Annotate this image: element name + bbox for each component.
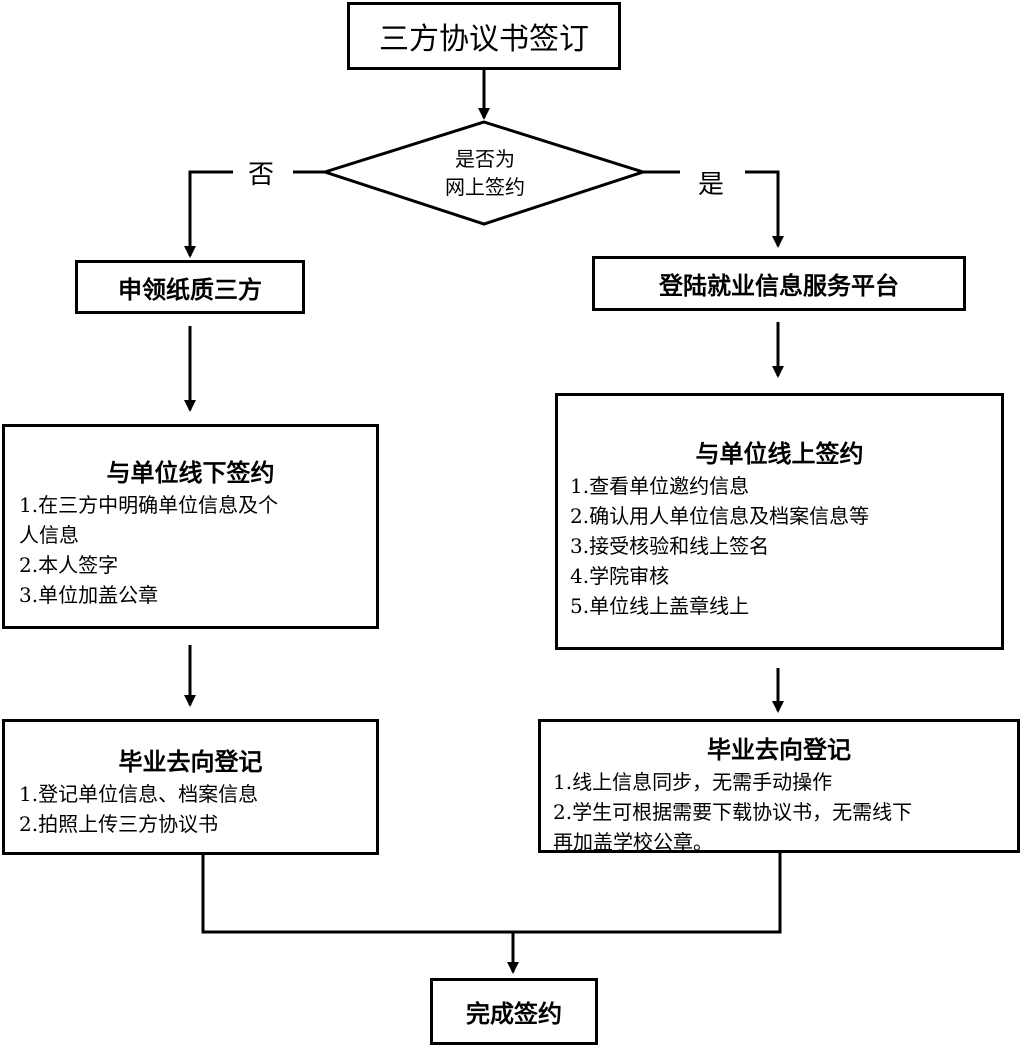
- list-item: 3.单位加盖公章: [19, 583, 159, 607]
- list-item: 4.学院审核: [570, 564, 670, 588]
- yes-label: 是: [698, 170, 725, 200]
- online-step2-box: 与单位线上签约 1.查看单位邀约信息 2.确认用人单位信息及档案信息等 3.接受…: [555, 393, 1004, 650]
- list-item: 2.拍照上传三方协议书: [19, 812, 219, 836]
- end-box: 完成签约: [430, 978, 598, 1045]
- list-item: 再加盖学校公章。: [553, 830, 713, 854]
- list-item: 2.学生可根据需要下载协议书，无需线下: [553, 800, 913, 824]
- offline-step1-box: 申领纸质三方: [75, 260, 305, 314]
- box-title: 毕业去向登记: [707, 735, 851, 764]
- online-step1-box: 登陆就业信息服务平台: [592, 256, 966, 311]
- list-item: 1.在三方中明确单位信息及个: [19, 493, 279, 517]
- box-title: 与单位线下签约: [106, 458, 275, 487]
- list-item: 2.本人签字: [19, 553, 119, 577]
- list-item: 3.接受核验和线上签名: [570, 534, 770, 558]
- online-step3-box: 毕业去向登记 1.线上信息同步，无需手动操作 2.学生可根据需要下载协议书，无需…: [538, 719, 1020, 854]
- offline-step3-box: 毕业去向登记 1.登记单位信息、档案信息 2.拍照上传三方协议书: [2, 719, 379, 855]
- start-box: 三方协议书签订: [347, 2, 621, 70]
- decision-diamond: [320, 120, 648, 226]
- list-item: 2.确认用人单位信息及档案信息等: [570, 504, 870, 528]
- list-item: 人信息: [19, 523, 79, 547]
- decision-line1: 是否为: [455, 147, 515, 171]
- offline-step2-box: 与单位线下签约 1.在三方中明确单位信息及个 人信息 2.本人签字 3.单位加盖…: [2, 424, 379, 629]
- list-item: 1.线上信息同步，无需手动操作: [553, 770, 833, 794]
- list-item: 5.单位线上盖章线上: [570, 594, 750, 618]
- box-title: 与单位线上签约: [695, 439, 864, 468]
- merge-line: [201, 853, 782, 934]
- no-label: 否: [248, 160, 275, 190]
- list-item: 1.查看单位邀约信息: [570, 474, 750, 498]
- box-title: 毕业去向登记: [118, 747, 263, 776]
- no-arrow: [184, 170, 233, 258]
- list-item: 1.登记单位信息、档案信息: [19, 782, 259, 806]
- yes-arrow: [745, 170, 784, 248]
- decision-text: 是否为 网上签约: [405, 145, 565, 201]
- decision-line2: 网上签约: [445, 175, 525, 199]
